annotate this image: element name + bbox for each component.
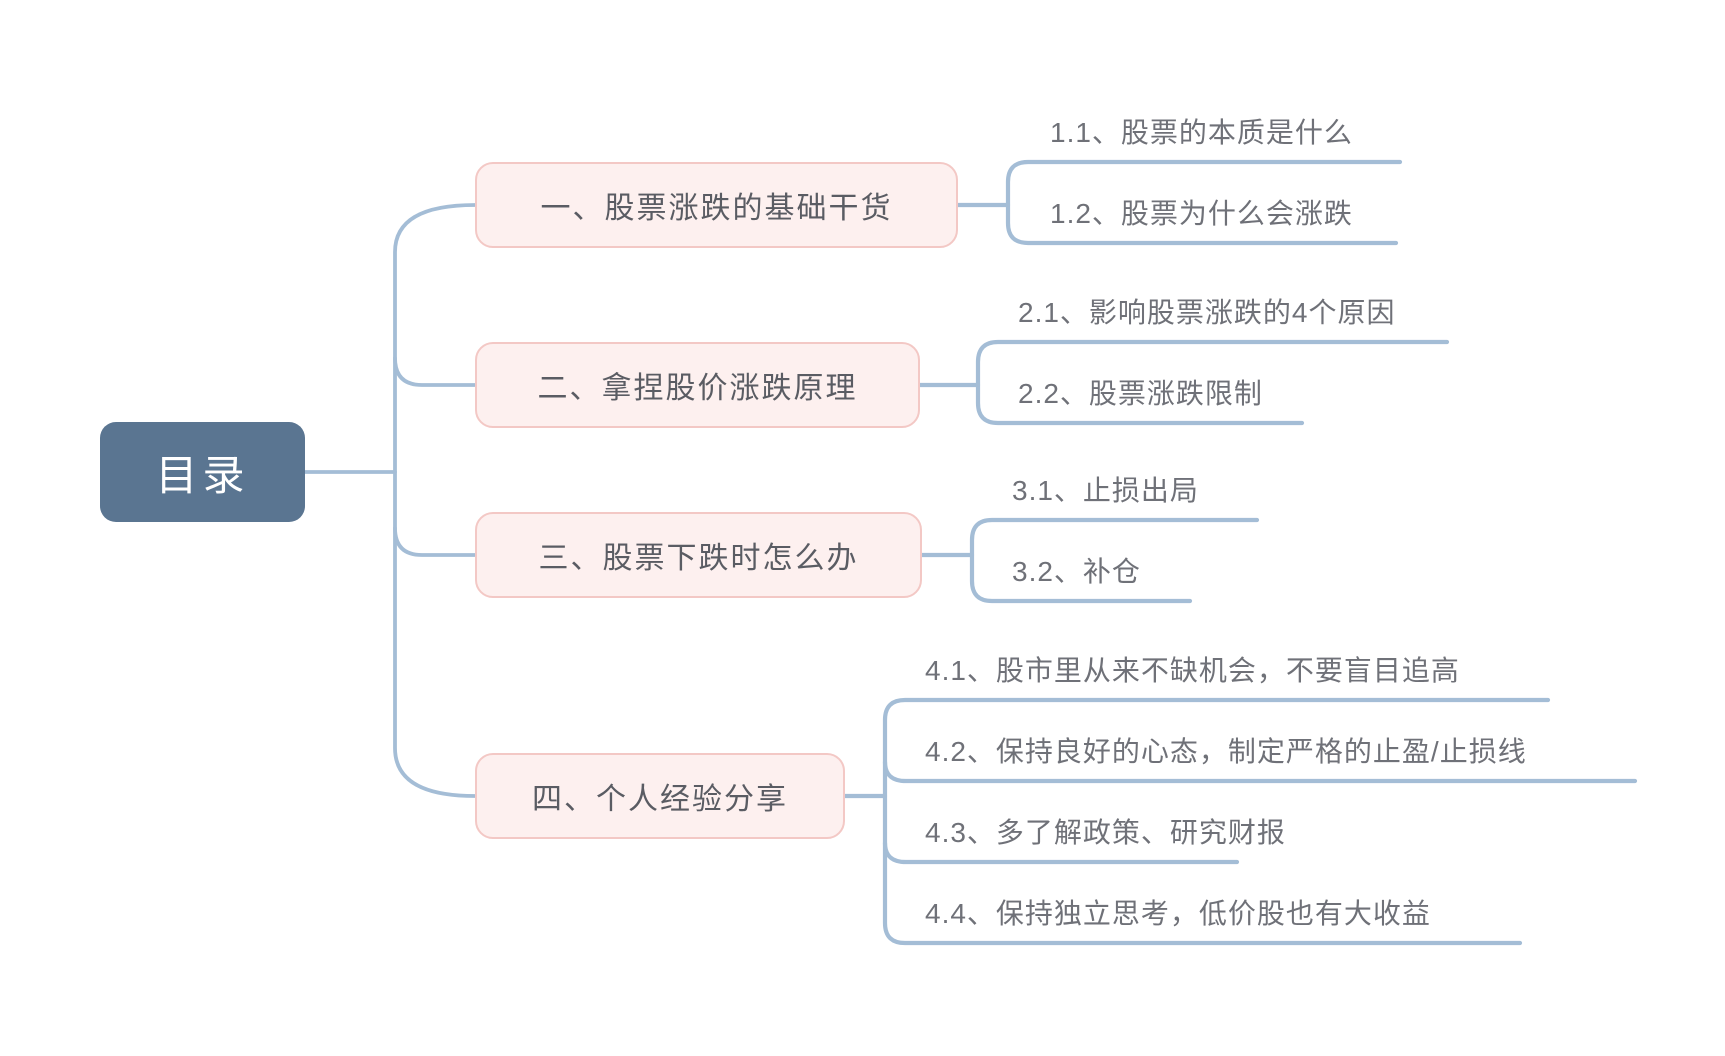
- branch-node-4[interactable]: 四、个人经验分享: [475, 753, 845, 839]
- child-topic-3-1[interactable]: 3.1、止损出局: [1012, 475, 1199, 506]
- branch1-bracket: [1005, 159, 1403, 246]
- branch3-bracket: [969, 517, 1260, 604]
- branch-node-1-label: 一、股票涨跌的基础干货: [540, 192, 893, 225]
- branch4-bracket: [882, 697, 1551, 946]
- child-topic-1-1[interactable]: 1.1、股票的本质是什么: [1050, 117, 1353, 148]
- branch-node-3[interactable]: 三、股票下跌时怎么办: [475, 512, 922, 598]
- branch-node-4-label: 四、个人经验分享: [532, 783, 788, 816]
- trunk-line: [393, 203, 477, 798]
- child-topic-1-2[interactable]: 1.2、股票为什么会涨跌: [1050, 198, 1353, 229]
- child-topic-3-2[interactable]: 3.2、补仓: [1012, 556, 1141, 587]
- branch-node-1[interactable]: 一、股票涨跌的基础干货: [475, 162, 958, 248]
- branch4-spur-2: [882, 759, 1638, 784]
- child-topic-4-1[interactable]: 4.1、股市里从来不缺机会，不要盲目追高: [925, 655, 1460, 686]
- branch-node-2[interactable]: 二、拿捏股价涨跌原理: [475, 342, 920, 428]
- branch2-spur: [393, 356, 477, 387]
- branch3-spur: [393, 526, 477, 557]
- branch2-bracket: [975, 339, 1450, 426]
- child-topic-2-1[interactable]: 2.1、影响股票涨跌的4个原因: [1018, 297, 1396, 328]
- root-node[interactable]: 目录: [100, 422, 305, 522]
- child-topic-4-2[interactable]: 4.2、保持良好的心态，制定严格的止盈/止损线: [925, 736, 1527, 767]
- branch-node-2-label: 二、拿捏股价涨跌原理: [537, 372, 858, 405]
- child-topic-2-2[interactable]: 2.2、股票涨跌限制: [1018, 378, 1263, 409]
- branch4-spur-3: [882, 840, 1240, 865]
- root-node-label: 目录: [155, 451, 250, 499]
- child-topic-4-4[interactable]: 4.4、保持独立思考，低价股也有大收益: [925, 898, 1431, 929]
- child-topic-4-3[interactable]: 4.3、多了解政策、研究财报: [925, 817, 1286, 848]
- branch-node-3-label: 三、股票下跌时怎么办: [538, 542, 859, 575]
